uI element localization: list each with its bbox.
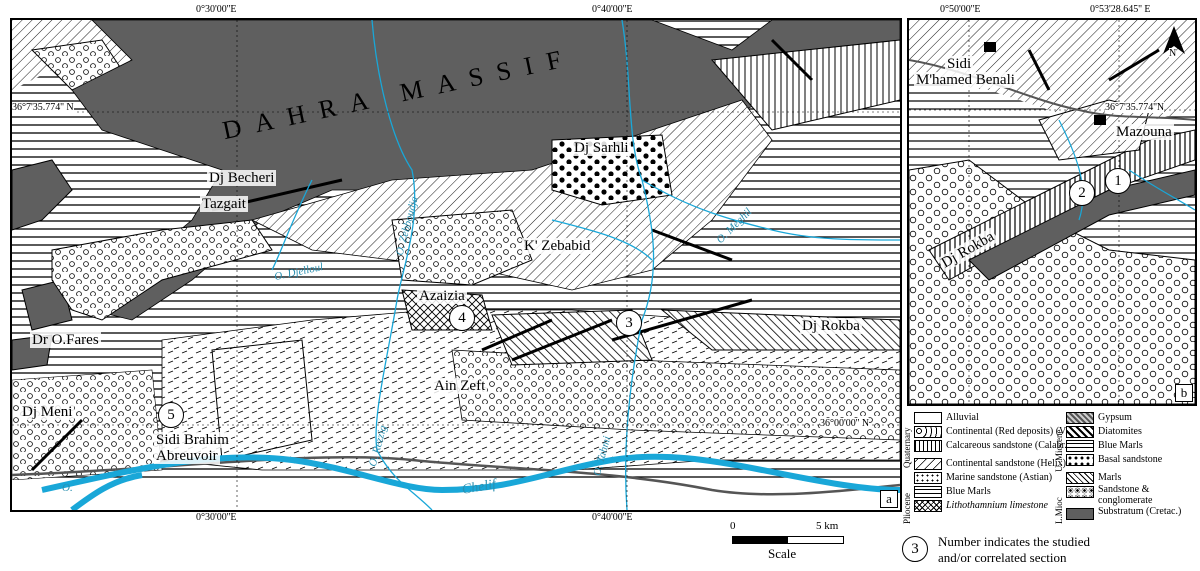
label-dj-rokba: Dj Rokba xyxy=(800,318,862,334)
label-sidi-brahim: Sidi Brahim xyxy=(154,432,231,448)
panel-letter-b: b xyxy=(1175,384,1193,402)
map-a-geology xyxy=(12,20,900,510)
swatch-blue-marls-plio xyxy=(914,486,942,498)
legend-group-pliocene: Pliocene xyxy=(902,493,912,524)
coord-b-top-1: 0°50'00''E xyxy=(940,4,981,15)
swatch-continental-sandstone xyxy=(914,458,942,470)
label-azaizia: Azaizia xyxy=(417,288,467,304)
section-note: 3 Number indicates the studied and/or co… xyxy=(902,534,1198,568)
scale-bar: 0 5 km Scale xyxy=(728,520,878,565)
coord-b-top-2: 0°53'28.645'' E xyxy=(1090,4,1151,15)
label-dj-sarhli: Dj Sarhli xyxy=(572,140,631,156)
legend-alluvial: Alluvial xyxy=(946,412,979,423)
legend-lithothamnium: Lithothamnium limestone xyxy=(946,500,1048,511)
label-abreuvoir: Abreuvoir xyxy=(154,448,220,464)
map-panel-a: DAHRA MASSIF Dj Sarhli Dj Becheri Tazgai… xyxy=(10,18,902,512)
swatch-calcareous xyxy=(914,440,942,452)
scale-zero: 0 xyxy=(730,520,736,532)
swatch-gypsum xyxy=(1066,412,1094,424)
legend-basal-sandstone: Basal sandstone xyxy=(1098,454,1163,465)
note-line1: Number indicates the studied xyxy=(938,534,1090,549)
swatch-basal-sandstone xyxy=(1066,454,1094,466)
scale-title: Scale xyxy=(768,546,797,561)
swatch-blue-marls-mio xyxy=(1066,440,1094,452)
swatch-lithothamnium xyxy=(914,500,942,512)
legend-gypsum: Gypsum xyxy=(1098,412,1132,423)
note-line2: and/or correlated section xyxy=(938,550,1067,565)
swatch-marine-sandstone xyxy=(914,472,942,484)
legend-continental-sandstone: Continental sandstone (Helix) xyxy=(946,458,1066,469)
coord-bottom-2: 0°40'00''E xyxy=(592,512,633,523)
swatch-substratum xyxy=(1066,508,1094,520)
legend-blue-marls-mio: Blue Marls xyxy=(1098,440,1143,451)
section-marker-5: 5 xyxy=(158,402,184,428)
coord-lat-bottom: 36°00'00'' N xyxy=(820,418,870,429)
legend-blue-marls-plio: Blue Marls xyxy=(946,486,991,497)
section-marker-3: 3 xyxy=(616,310,642,336)
panel-letter-a: a xyxy=(880,490,898,508)
swatch-sandstone-conglomerate xyxy=(1066,486,1094,498)
scale-max: 5 km xyxy=(816,520,839,532)
legend-continental: Continental (Red deposits) (Villafr.) xyxy=(946,426,1091,437)
label-tazgait: Tazgait xyxy=(200,196,248,212)
legend: Quaternary Pliocene U. Miocene L.Mioc Al… xyxy=(902,410,1198,530)
legend-marine-sandstone: Marine sandstone (Astian) xyxy=(946,472,1053,483)
coord-top-1: 0°30'00''E xyxy=(196,4,237,15)
legend-sandstone-conglomerate: Sandstone & conglomerate xyxy=(1098,484,1153,506)
scale-bar-graphic xyxy=(732,536,844,544)
legend-substratum: Substratum (Cretac.) xyxy=(1098,506,1182,517)
coord-lat-b: 36°7'35.774''N xyxy=(1105,102,1165,113)
swatch-continental xyxy=(914,426,942,438)
label-ain-zeft: Ain Zeft xyxy=(432,378,488,394)
label-k-zebabid: K' Zebabid xyxy=(522,238,593,254)
label-dj-becheri: Dj Becheri xyxy=(207,170,277,186)
label-mazouna: Mazouna xyxy=(1114,124,1174,140)
legend-marls: Marls xyxy=(1098,472,1122,483)
note-marker: 3 xyxy=(902,536,928,562)
legend-group-l-miocene: L.Mioc xyxy=(1054,497,1064,524)
legend-group-quaternary: Quaternary xyxy=(902,427,912,468)
label-mhamed-benali: M'hamed Benali xyxy=(914,72,1017,88)
north-label: N xyxy=(1169,48,1177,59)
legend-calcareous: Calcareous sandstone (Calabr.) xyxy=(946,440,1071,451)
north-arrow-icon: N xyxy=(1161,24,1187,60)
coord-lat-top: 36°7'35.774'' N xyxy=(12,102,74,113)
swatch-alluvial xyxy=(914,412,942,424)
coord-top-2: 0°40'00''E xyxy=(592,4,633,15)
map-panel-b: Sidi M'hamed Benali Mazouna Dj Rokba 36°… xyxy=(907,18,1197,406)
coord-bottom-1: 0°30'00''E xyxy=(196,512,237,523)
swatch-diatomites xyxy=(1066,426,1094,438)
label-sidi: Sidi xyxy=(945,56,974,72)
section-marker-4: 4 xyxy=(449,305,475,331)
swatch-marls xyxy=(1066,472,1094,484)
legend-diatomites: Diatomites xyxy=(1098,426,1142,437)
river-o-left: O. xyxy=(62,482,73,494)
label-dr-ofares: Dr O.Fares xyxy=(30,332,101,348)
section-marker-1: 1 xyxy=(1105,168,1131,194)
section-marker-2: 2 xyxy=(1069,180,1095,206)
label-dj-meni: Dj Meni xyxy=(20,404,75,420)
